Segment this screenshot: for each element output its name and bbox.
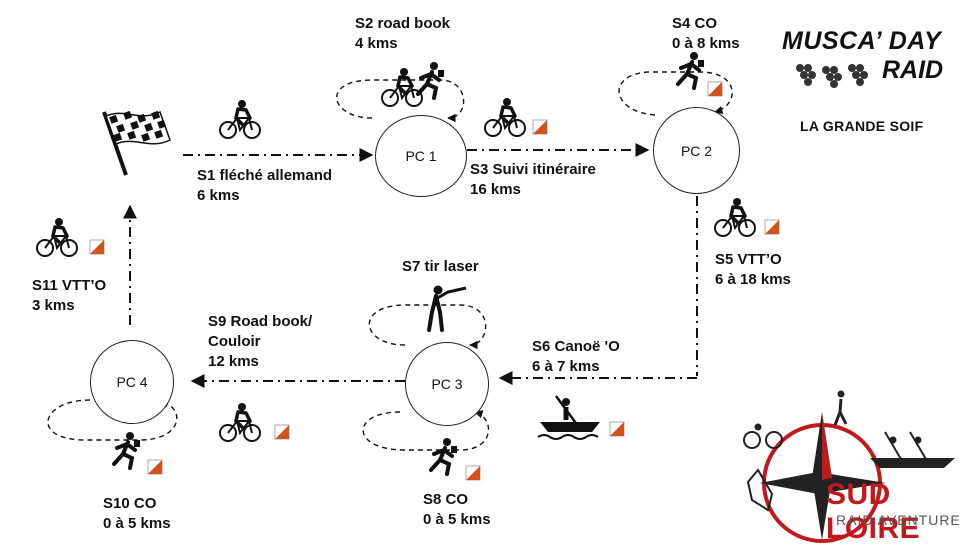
stage-distance: 6 à 18 kms [715, 271, 791, 288]
stage-distance: 0 à 8 kms [672, 35, 740, 52]
stage-s7: S7 tir laser [402, 257, 479, 277]
orienteering-marker-icon [465, 465, 481, 481]
stage-name: S11 VTT’O [32, 277, 107, 294]
stage-name: S5 VTT’O [715, 251, 782, 268]
stage-distance: 0 à 5 kms [103, 515, 171, 532]
stage-distance: 12 kms [208, 353, 259, 370]
stage-distance: 3 kms [32, 297, 75, 314]
stage-distance: 6 à 7 kms [532, 358, 600, 375]
stage-name: S1 fléché allemand [197, 167, 333, 184]
runner-icon [676, 50, 706, 90]
cyclist-icon [380, 66, 424, 108]
stage-distance: 0 à 5 kms [423, 511, 491, 528]
cyclist-icon [218, 98, 262, 140]
cyclist-icon [483, 96, 527, 138]
checkpoint-label: PC 4 [116, 374, 148, 390]
stage-name: S2 road book [355, 15, 451, 32]
orienteering-marker-icon [609, 421, 625, 437]
stage-s3: S3 Suivi itinéraire 16 kms [470, 160, 596, 200]
orienteering-marker-icon [89, 239, 105, 255]
stage-name: S8 CO [423, 491, 469, 508]
checkpoint-pc2: PC 2 [653, 107, 740, 194]
stage-distance: 4 kms [355, 35, 398, 52]
canoe-icon [537, 395, 600, 440]
event-subtitle: LA GRANDE SOIF [800, 118, 924, 134]
org-tagline: RAID AVENTURE [836, 512, 961, 528]
checkered-flag-icon [102, 110, 171, 176]
checkpoint-label: PC 1 [405, 148, 437, 164]
runner-icon [112, 430, 142, 470]
stage-name: S9 Road book/ [208, 313, 313, 330]
stage-s9: S9 Road book/ Couloir 12 kms [208, 312, 312, 372]
stage-name: S3 Suivi itinéraire [470, 161, 596, 178]
cyclist-icon [713, 196, 757, 238]
stage-name: S6 Canoë 'O [532, 338, 620, 355]
org-name: SUD LOIRE [826, 478, 921, 545]
stage-name: S7 tir laser [402, 258, 479, 275]
cyclist-icon [218, 401, 262, 443]
orienteering-marker-icon [274, 424, 290, 440]
cyclist-icon [35, 216, 79, 258]
orienteering-marker-icon [147, 459, 163, 475]
orienteering-marker-icon [707, 81, 723, 97]
event-title-line2: RAID [882, 56, 944, 84]
stage-s4: S4 CO 0 à 8 kms [672, 14, 740, 54]
stage-s5: S5 VTT’O 6 à 18 kms [715, 250, 791, 290]
stage-name: S10 CO [103, 495, 157, 512]
orienteering-marker-icon [532, 119, 548, 135]
laser-shooter-icon [427, 285, 467, 332]
checkpoint-pc1: PC 1 [375, 115, 467, 197]
checkpoint-pc4: PC 4 [90, 340, 174, 424]
stage-s2: S2 road book 4 kms [355, 14, 450, 54]
stage-name: Couloir [208, 333, 261, 350]
sud-loire-logo-icon [743, 390, 955, 543]
checkpoint-label: PC 3 [431, 376, 463, 392]
event-title-line1: MUSCA’ DAY [782, 27, 942, 55]
stage-s1: S1 fléché allemand 6 kms [197, 166, 332, 206]
stage-distance: 16 kms [470, 181, 521, 198]
checkpoint-pc3: PC 3 [405, 342, 489, 426]
stage-s10: S10 CO 0 à 5 kms [103, 494, 171, 534]
grapes-icon [796, 64, 868, 88]
stage-name: S4 CO [672, 15, 718, 32]
stage-s6: S6 Canoë 'O 6 à 7 kms [532, 337, 620, 377]
stage-distance: 6 kms [197, 187, 240, 204]
stage-s11: S11 VTT’O 3 kms [32, 276, 106, 316]
stage-s8: S8 CO 0 à 5 kms [423, 490, 491, 530]
checkpoint-label: PC 2 [680, 142, 713, 159]
orienteering-marker-icon [764, 219, 780, 235]
runner-icon [429, 436, 459, 476]
